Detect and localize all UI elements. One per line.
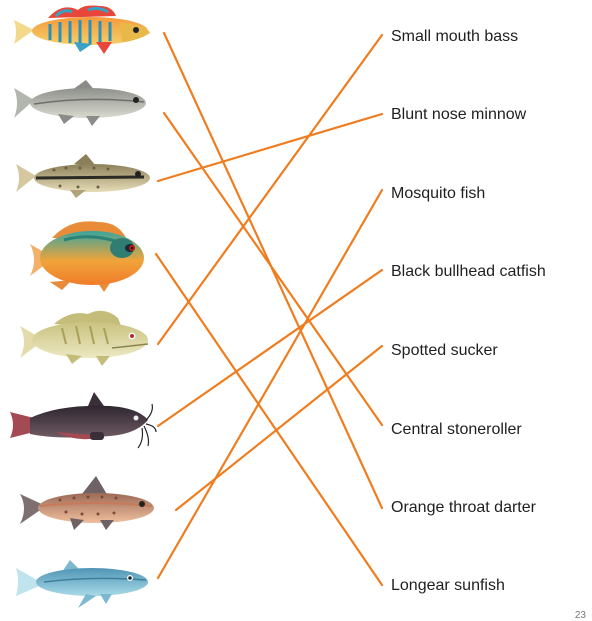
page-number: 23 — [575, 610, 586, 621]
match-line — [156, 254, 382, 585]
label-longear-sunfish: Longear sunfish — [391, 578, 505, 594]
label-blunt-nose-minnow: Blunt nose minnow — [391, 107, 526, 123]
longear-sunfish-icon — [30, 221, 144, 292]
label-mosquito-fish: Mosquito fish — [391, 186, 485, 202]
match-line — [158, 35, 382, 344]
small-mouth-bass-icon — [20, 311, 148, 366]
match-line — [158, 190, 382, 578]
black-bullhead-catfish-icon — [10, 392, 156, 448]
spotted-sucker-icon — [20, 476, 154, 530]
match-lines — [156, 33, 382, 585]
orange-throat-darter-icon — [14, 6, 150, 55]
label-orange-throat-darter: Orange throat darter — [391, 500, 536, 516]
label-central-stoneroller: Central stoneroller — [391, 422, 522, 438]
mosquito-fish-icon — [16, 560, 148, 608]
match-line — [158, 114, 382, 181]
label-black-bullhead-catfish: Black bullhead catfish — [391, 264, 546, 280]
label-spotted-sucker: Spotted sucker — [391, 343, 498, 359]
blunt-nose-minnow-icon — [16, 154, 150, 198]
central-stoneroller-icon — [14, 80, 146, 126]
match-line — [158, 270, 382, 426]
label-small-mouth-bass: Small mouth bass — [391, 29, 518, 45]
